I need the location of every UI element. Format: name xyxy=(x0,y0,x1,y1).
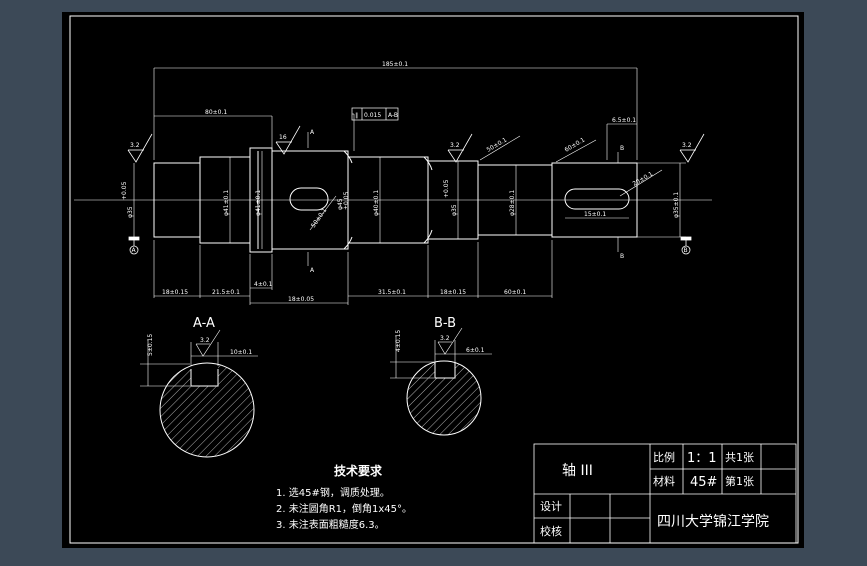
dim-diam-8: φ35±0.1 xyxy=(673,192,680,218)
dim-diam-2: φ41±0.1 xyxy=(223,190,230,216)
dim-diam-4-tol: ±0.05 xyxy=(343,191,350,210)
datum-markers xyxy=(128,236,692,255)
section-a-bottom: A xyxy=(310,267,315,274)
datum-b-label: B xyxy=(684,247,688,254)
roughness-symbols xyxy=(127,125,705,163)
title-block xyxy=(533,443,797,544)
part-name: 轴 III xyxy=(562,463,593,479)
dim-bot-6: 18±0.15 xyxy=(440,289,466,296)
dim-6-5: 6.5±0.1 xyxy=(612,117,636,124)
note-item: 1. 选45#钢，调质处理。 xyxy=(276,486,390,499)
section-a-title: A-A xyxy=(193,316,215,331)
dim-diam-4: φ45 xyxy=(337,198,344,210)
scale-label: 比例 xyxy=(653,450,675,464)
dim-bot-7: 60±0.1 xyxy=(504,289,526,296)
material-label: 材料 xyxy=(653,474,675,488)
dim-diam-6: φ35 xyxy=(451,204,458,216)
section-b-view: B-B 4±0.15 3.2 6±0.1 xyxy=(390,316,492,436)
dim-diam-7: φ28±0.1 xyxy=(509,190,516,216)
section-b-top: B xyxy=(620,145,624,152)
keyway-a xyxy=(289,187,329,211)
section-a-width: 10±0.1 xyxy=(230,349,252,356)
section-a-view: A-A 5±0.15 3.2 10±0.1 xyxy=(140,316,258,458)
dim-diam-left-tol: +0.05 xyxy=(121,181,128,200)
check-label: 校核 xyxy=(540,524,562,538)
dim-bot-1: 18±0.15 xyxy=(162,289,188,296)
note-item: 3. 未注表面粗糙度6.3。 xyxy=(276,518,385,531)
section-b-rough: 3.2 xyxy=(440,335,450,342)
gdt-datum: A-B xyxy=(388,112,398,119)
dim-bot-5: 31.5±0.1 xyxy=(378,289,406,296)
school-name: 四川大学锦江学院 xyxy=(657,513,769,530)
notes-title: 技术要求 xyxy=(334,463,383,478)
scale-value: 1：1 xyxy=(687,451,717,466)
roughness-right: 3.2 xyxy=(682,142,692,149)
section-b-title: B-B xyxy=(434,316,456,331)
dim-bot-3: 4±0.1 xyxy=(254,281,273,288)
section-b-width: 6±0.1 xyxy=(466,347,485,354)
datum-a-label: A xyxy=(132,247,137,254)
dim-80: 80±0.1 xyxy=(205,109,227,116)
section-a-depth: 5±0.15 xyxy=(147,334,154,356)
note-item: 2. 未注圆角R1，倒角1x45°。 xyxy=(276,502,412,515)
section-b-depth: 4±0.15 xyxy=(395,330,402,352)
dim-diam-left: φ35 xyxy=(127,206,134,218)
sheets-total: 共1张 xyxy=(725,451,754,464)
design-label: 设计 xyxy=(540,500,562,513)
section-b-bottom: B xyxy=(620,253,624,260)
dim-diam-3: φ41±0.1 xyxy=(255,190,262,216)
dim-overall: 185±0.1 xyxy=(382,61,408,68)
dim-diam-6-tol: +0.05 xyxy=(443,179,450,198)
roughness-mid: 3.2 xyxy=(450,142,460,149)
drawing-sheet xyxy=(62,12,804,548)
gdt-frame: ∥ 0.015 A-B xyxy=(351,107,399,121)
dim-key-b-len: 15±0.1 xyxy=(584,211,606,218)
section-a-top: A xyxy=(310,129,315,136)
gdt-symbol-icon: ∥ xyxy=(355,112,358,119)
dim-diam-5: φ40±0.1 xyxy=(373,190,380,216)
dim-bot-4: 18±0.05 xyxy=(288,296,314,303)
drawing-frame xyxy=(69,15,799,544)
keyway-b xyxy=(564,188,630,210)
technical-notes: 技术要求 1. 选45#钢，调质处理。 2. 未注圆角R1，倒角1x45°。 3… xyxy=(276,463,412,531)
roughness-left: 3.2 xyxy=(130,142,140,149)
sheet-number: 第1张 xyxy=(725,474,754,488)
dimension-lines xyxy=(133,67,686,305)
shaft-outline xyxy=(74,147,712,253)
gdt-tolerance: 0.015 xyxy=(364,112,381,119)
material-value: 45# xyxy=(690,475,717,490)
roughness-16: 16 xyxy=(279,134,287,141)
section-a-rough: 3.2 xyxy=(200,337,210,344)
dim-bot-2: 21.5±0.1 xyxy=(212,289,240,296)
